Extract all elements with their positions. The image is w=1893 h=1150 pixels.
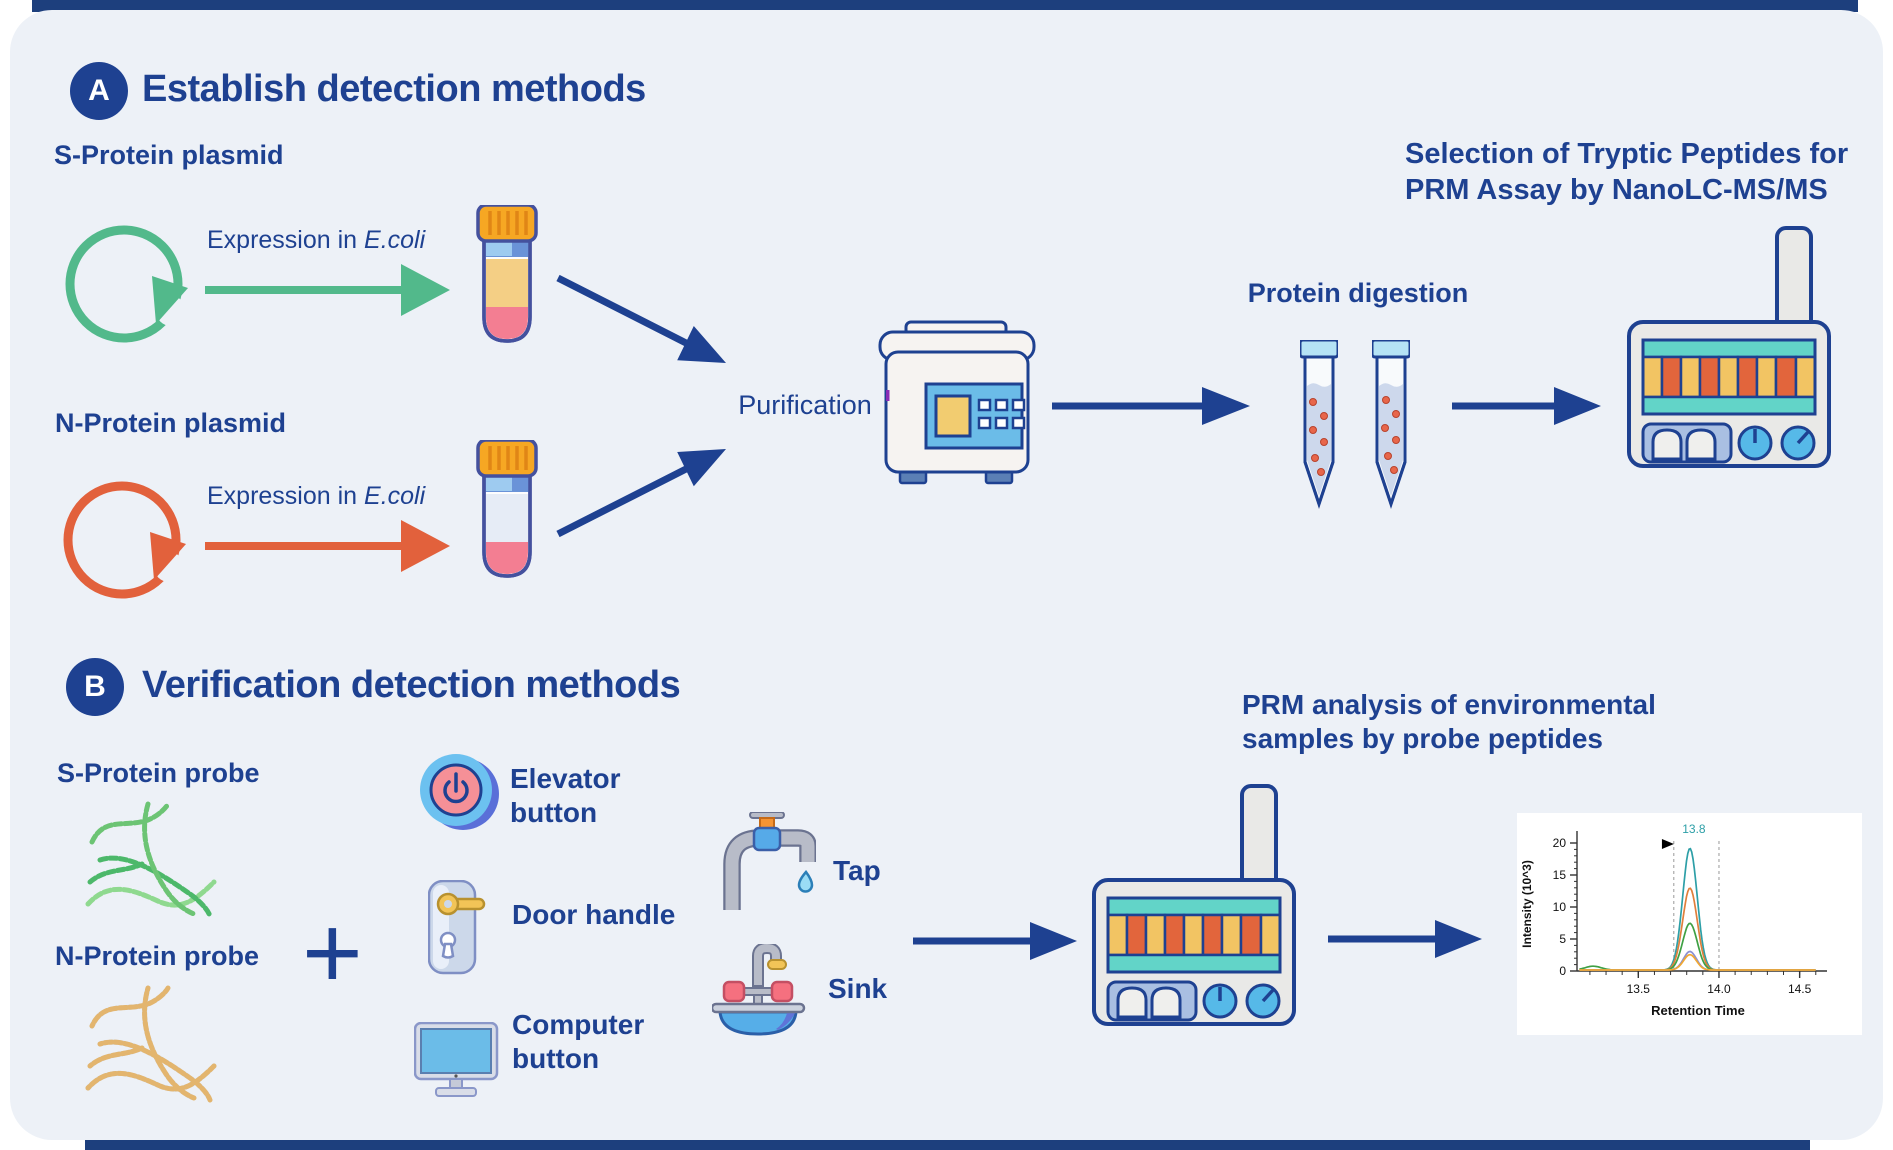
- sample-tube-s-icon: [476, 205, 538, 343]
- elevator-label-line1: Elevator: [510, 763, 621, 794]
- prm-caption-line1: PRM analysis of environmental: [1242, 689, 1656, 720]
- flow-arrow-orange: [205, 520, 450, 572]
- y-axis-label: Intensity (10^3): [1520, 860, 1534, 948]
- svg-text:20: 20: [1553, 836, 1567, 850]
- microtube-icon-1: [1300, 340, 1338, 509]
- sink-icon: [712, 944, 806, 1036]
- tap-icon: [723, 812, 816, 910]
- protein-digestion-label: Protein digestion: [1247, 278, 1469, 308]
- svg-text:5: 5: [1559, 932, 1566, 946]
- elevator-button-icon: [420, 754, 499, 830]
- series-transition-purple: [1579, 950, 1816, 971]
- sample-tube-n-icon: [476, 440, 538, 578]
- tap-label: Tap: [833, 855, 881, 886]
- flow-arrow-b2: [1328, 920, 1482, 958]
- section-b-badge: B: [66, 658, 124, 716]
- s-protein-plasmid-label: S-Protein plasmid: [54, 140, 284, 170]
- door-handle-icon: [428, 880, 486, 975]
- n-protein-probe-label: N-Protein probe: [55, 941, 260, 971]
- centrifuge-icon: [878, 320, 1036, 485]
- plus-sign: +: [302, 895, 363, 1011]
- elevator-label: Elevator button: [510, 762, 621, 830]
- purification-label: Purification: [738, 390, 872, 420]
- door-handle-label: Door handle: [512, 899, 676, 930]
- selection-line1: Selection of Tryptic Peptides for: [1405, 138, 1849, 170]
- n-protein-plasmid-label: N-Protein plasmid: [55, 408, 287, 438]
- computer-label-line1: Computer: [512, 1009, 645, 1040]
- selection-caption: Selection of Tryptic Peptides for PRM As…: [1405, 136, 1848, 208]
- flow-arrow-converge-top: [556, 274, 726, 363]
- top-edge-strip: [32, 0, 1858, 12]
- peak-annotation: 13.8: [1682, 822, 1706, 836]
- flow-arrow-a4: [1452, 387, 1601, 425]
- svg-text:0: 0: [1559, 964, 1566, 978]
- sink-label: Sink: [828, 973, 888, 1004]
- x-axis-label: Retention Time: [1651, 1003, 1745, 1018]
- svg-text:14.5: 14.5: [1788, 982, 1812, 996]
- flow-arrow-b1: [913, 922, 1077, 960]
- s-protein-probe-icon: [85, 801, 217, 919]
- s-plasmid-icon: [65, 225, 188, 343]
- flow-arrow-converge-bottom: [556, 449, 726, 538]
- selection-line2: PRM Assay by NanoLC-MS/MS: [1405, 174, 1828, 206]
- section-b-title: Verification detection methods: [142, 664, 681, 706]
- mass-spectrometer-icon-a: [1627, 226, 1831, 468]
- n-protein-probe-icon: [85, 985, 217, 1103]
- figure-card: A Establish detection methods S-Protein …: [10, 10, 1883, 1140]
- svg-text:14.0: 14.0: [1707, 982, 1731, 996]
- prm-caption-line2: samples by probe peptides: [1242, 723, 1603, 754]
- series-transition-teal: [1579, 847, 1816, 971]
- bottom-edge-strip: [85, 1138, 1810, 1150]
- computer-monitor-icon: [414, 1022, 499, 1097]
- flow-arrow-a3: [1052, 387, 1250, 425]
- s-protein-probe-label: S-Protein probe: [57, 758, 260, 788]
- computer-label: Computer button: [512, 1008, 644, 1076]
- svg-text:10: 10: [1553, 900, 1567, 914]
- prm-analysis-caption: PRM analysis of environmental samples by…: [1242, 688, 1656, 756]
- section-a-title: Establish detection methods: [142, 68, 646, 110]
- expression-label-n: Expression in E.coli: [207, 482, 426, 510]
- computer-label-line2: button: [512, 1043, 600, 1074]
- mass-spectrometer-icon-b: [1092, 784, 1296, 1026]
- n-plasmid-icon: [63, 481, 186, 599]
- svg-text:13.5: 13.5: [1627, 982, 1651, 996]
- svg-text:15: 15: [1553, 868, 1567, 882]
- expression-label-s: Expression in E.coli: [207, 226, 426, 254]
- section-a-badge: A: [70, 62, 128, 120]
- elevator-label-line2: button: [510, 797, 598, 828]
- series-transition-amber: [1579, 953, 1816, 971]
- flow-arrow-green: [205, 264, 450, 316]
- microtube-icon-2: [1372, 340, 1410, 509]
